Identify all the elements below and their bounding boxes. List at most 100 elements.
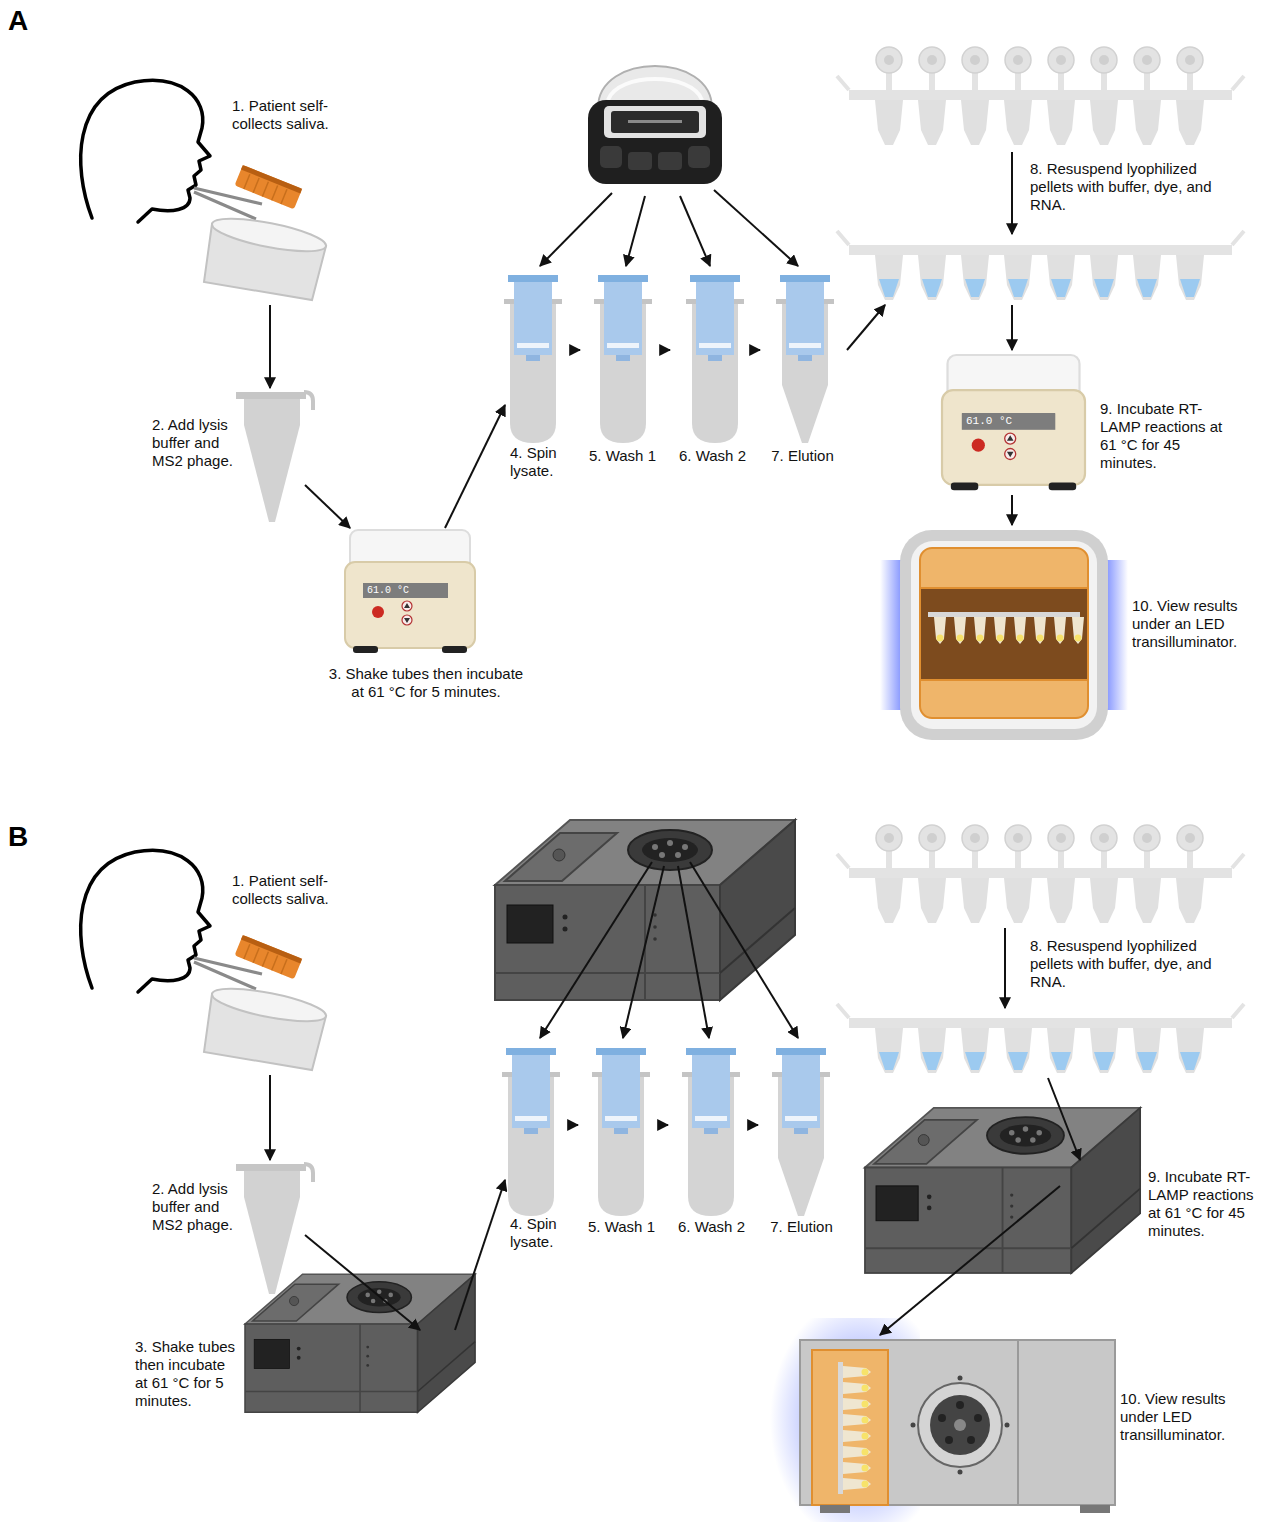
step-caption: 7. Elution [758,1218,845,1236]
step-text: 3. Shake tubes then incubate at 61 °C fo… [326,665,526,701]
mini-centrifuge [588,66,722,184]
display-readout: 61.0 °C [962,413,1055,429]
flow-arrow [757,1124,758,1126]
step-text: 10. View results under an LED transillum… [1132,597,1258,651]
spin-column [592,1048,650,1216]
step-text: 6. Wash 2 [670,447,755,465]
tube-strip [837,76,1244,145]
step-text: 2. Add lysis buffer and MS2 phage. [152,1180,236,1234]
step-caption: 8. Resuspend lyophilized pellets with bu… [1030,160,1228,214]
process-step: 6. Wash 2 [668,1045,757,1240]
step-text: 9. Incubate RT-LAMP reactions at 61 °C f… [1148,1168,1268,1240]
integrated-instrument [865,1108,1140,1273]
process-step: 10. View results under LED transillumina… [770,1335,1255,1522]
step-text: 1. Patient self-collects saliva. [232,97,357,133]
step-caption: 7. Elution [760,447,845,465]
flow-arrow [667,1124,668,1126]
step-caption: 9. Incubate RT-LAMP reactions at 61 °C f… [1100,400,1235,472]
flow-arrow [305,1235,420,1330]
elution-column [776,275,834,443]
step-caption: 1. Patient self-collects saliva. [232,872,357,908]
process-step: 8. Resuspend lyophilized pellets with bu… [850,158,1255,305]
step-caption: 5. Wash 1 [580,447,665,465]
reaction-liquid [879,1052,1200,1070]
flow-arrow [880,1186,1060,1335]
tube-strip [837,1004,1244,1073]
process-step: 10. View results under an LED transillum… [880,525,1260,742]
process-step: 1. Patient self-collects saliva. [80,75,360,305]
display-readout: 61.0 °C [363,583,448,598]
heat-block [942,355,1085,490]
step-text: 2. Add lysis buffer and MS2 phage. [152,416,236,470]
spin-column [686,275,744,443]
step-caption: 9. Incubate RT-LAMP reactions at 61 °C f… [1148,1168,1268,1240]
panel-letter: B [8,820,48,854]
step-text: 9. Incubate RT-LAMP reactions at 61 °C f… [1100,400,1235,472]
spin-column [682,1048,740,1216]
step-text: 5. Wash 1 [580,447,665,465]
flow-arrow [1048,1078,1080,1160]
integrated-instrument [495,820,795,1000]
led-transilluminator [880,530,1128,740]
process-step: 3. Shake tubes then incubate at 61 °C fo… [135,1330,480,1425]
process-step: 4. Spin lysate. [505,1045,571,1255]
flow-arrow [1011,495,1013,525]
flow-arrow [1011,305,1013,350]
step-caption: 1. Patient self-collects saliva. [232,97,357,133]
process-step: 8. Resuspend lyophilized pellets with bu… [850,932,1255,1078]
tube-strip [837,231,1244,300]
panel-letter: A [8,4,48,38]
step-text: 6. Wash 2 [668,1218,755,1236]
step-caption: 6. Wash 2 [670,447,755,465]
step-text: 3. Shake tubes then incubate at 61 °C fo… [135,1338,238,1410]
process-step: 9. Incubate RT-LAMP reactions at 61 °C f… [1060,1160,1272,1248]
step-text: 10. View results under LED transillumina… [1120,1390,1245,1444]
resuspend-arrow [1004,928,1006,1008]
process-step: 7. Elution [760,272,847,467]
flow-arrow [445,405,505,528]
instrument-transilluminator [770,1318,1115,1522]
process-step: 2. Add lysis buffer and MS2 phage. [148,1160,305,1298]
step-text: 1. Patient self-collects saliva. [232,872,357,908]
process-step: 1. Patient self-collects saliva. [80,845,360,1075]
step-caption: 8. Resuspend lyophilized pellets with bu… [1030,937,1228,991]
rotor-arrows [540,862,798,1038]
step-text: 7. Elution [758,1218,845,1236]
spin-column [594,275,652,443]
step-text: 5. Wash 1 [578,1218,665,1236]
flow-arrow [269,305,271,388]
reaction-liquid [879,279,1200,297]
process-step: 7. Elution [758,1045,847,1240]
step-caption: 10. View results under an LED transillum… [1132,597,1258,651]
microtube [236,392,313,522]
step-caption: 5. Wash 1 [578,1218,665,1236]
step-caption: 3. Shake tubes then incubate at 61 °C fo… [135,1338,238,1410]
flow-arrow [757,349,760,351]
step-text: 4. Spin lysate. [510,444,568,480]
step-caption: 4. Spin lysate. [510,1215,568,1251]
tube-strip [837,854,1244,923]
spin-column [502,1048,560,1216]
flow-arrow [847,305,885,350]
step-text: 4. Spin lysate. [510,1215,568,1251]
centrifuge-arrows [540,190,798,266]
spin-column [504,275,562,443]
process-step: 6. Wash 2 [670,272,757,467]
step-text: 8. Resuspend lyophilized pellets with bu… [1030,160,1228,214]
flow-arrow [305,485,350,528]
heat-block [345,530,475,653]
flow-arrow [667,349,670,351]
step-caption: 2. Add lysis buffer and MS2 phage. [152,1180,236,1234]
step-caption: 3. Shake tubes then incubate at 61 °C fo… [326,665,526,701]
flow-arrow [455,1180,505,1330]
resuspend-arrow [1011,152,1013,234]
process-step: 2. Add lysis buffer and MS2 phage. [148,388,305,525]
step-text: 8. Resuspend lyophilized pellets with bu… [1030,937,1228,991]
process-step: 4. Spin lysate. [505,272,571,482]
step-caption: 2. Add lysis buffer and MS2 phage. [152,416,236,470]
process-step: 3. Shake tubes then incubate at 61 °C fo… [312,528,540,705]
step-caption: 6. Wash 2 [668,1218,755,1236]
flow-arrow [571,349,580,351]
